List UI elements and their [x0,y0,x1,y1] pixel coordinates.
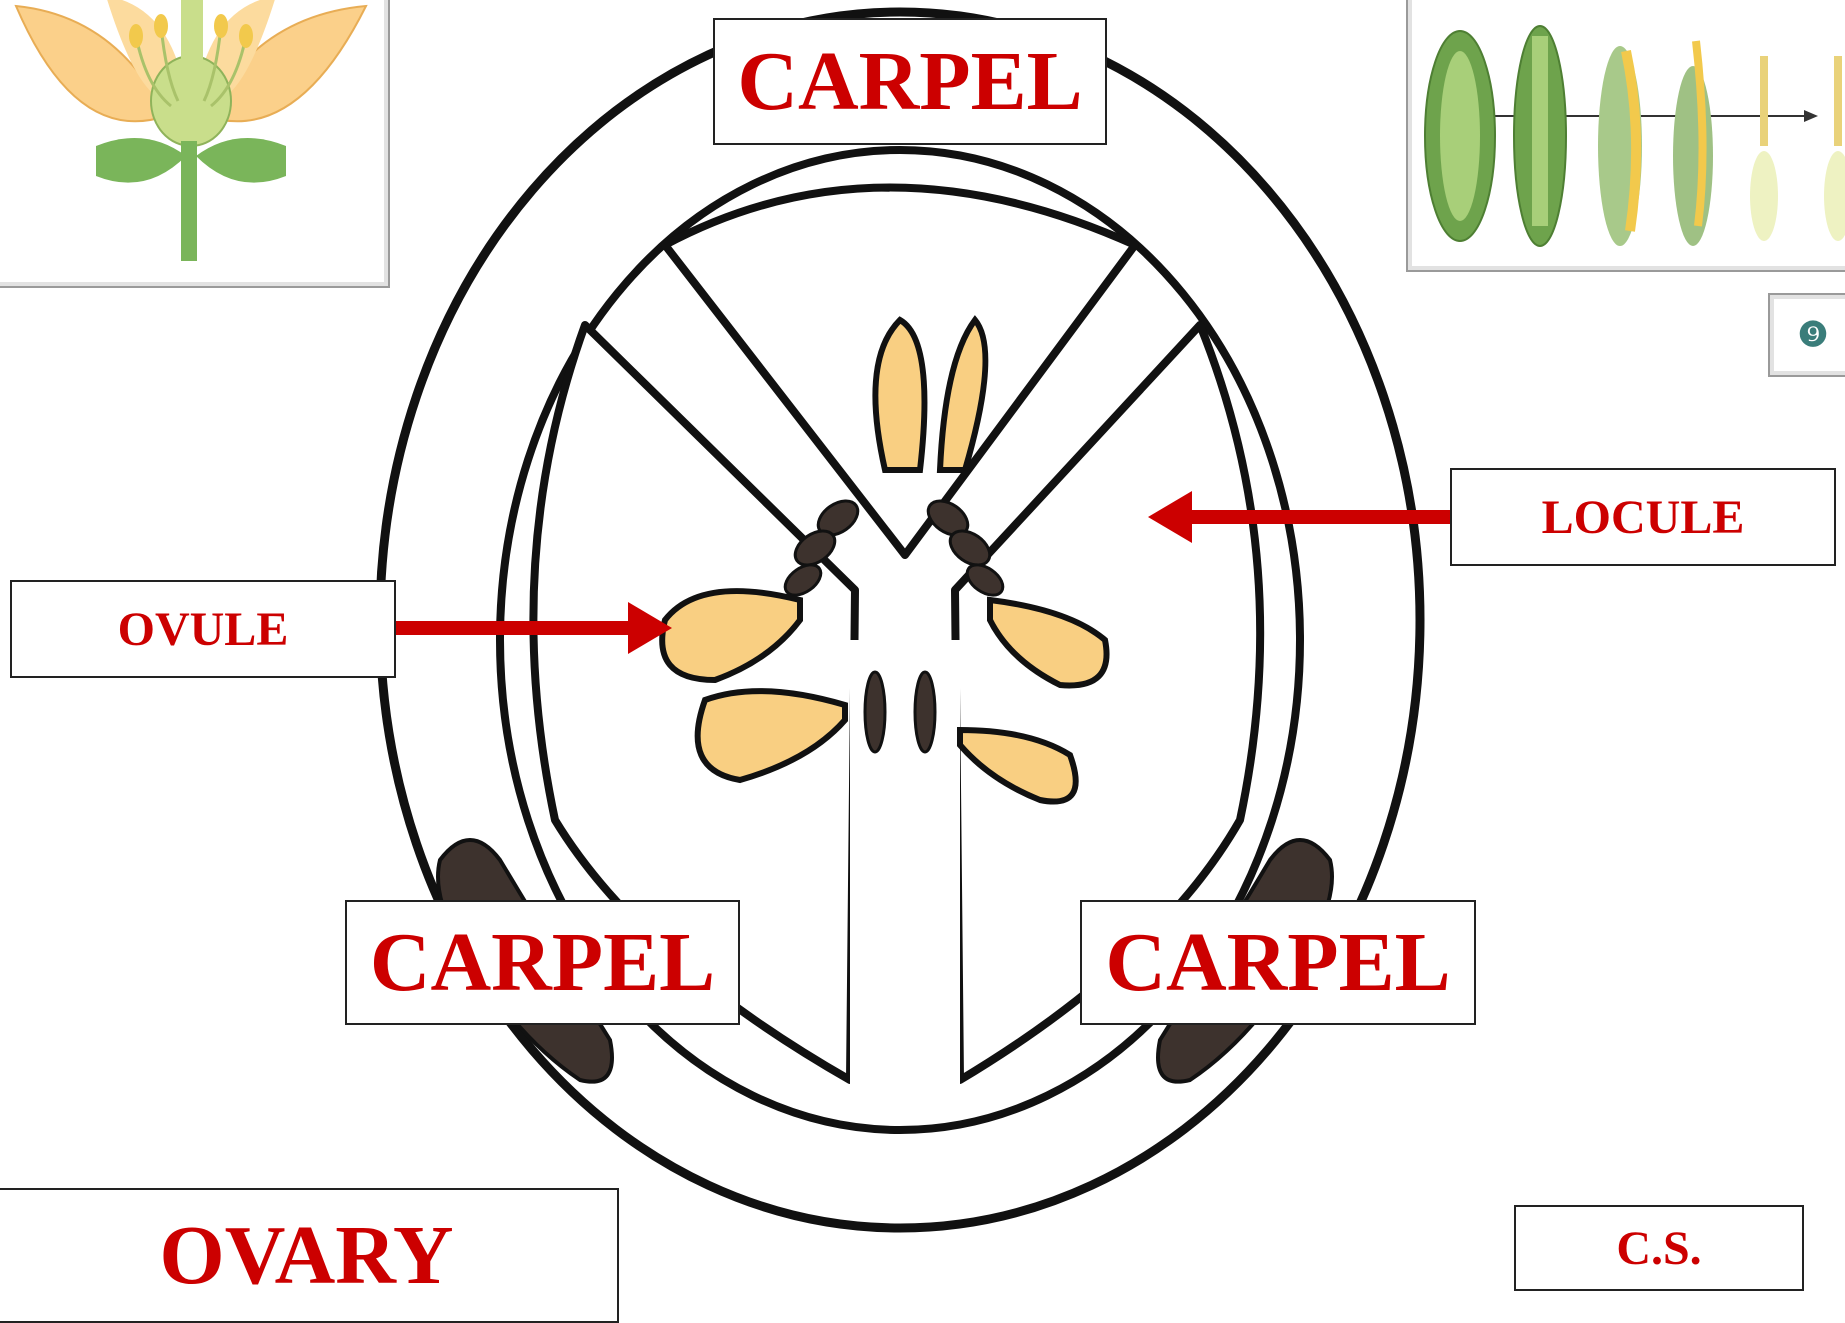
label-carpel-right: CARPEL [1080,900,1476,1025]
label-ovary: OVARY [0,1188,619,1323]
flower-icon [0,0,388,286]
nav-button-icon: ❾ [1798,315,1828,355]
carpel-evolution-inset [1406,0,1845,272]
ovule-top-left [875,320,924,470]
label-ovule: OVULE [10,580,396,678]
label-carpel-top: CARPEL [713,18,1107,145]
carpel-evolution-icon [1408,0,1845,270]
nav-button[interactable]: ❾ [1768,293,1845,377]
flower-inset [0,0,390,288]
label-cs: C.S. [1514,1205,1804,1291]
label-locule: LOCULE [1450,468,1836,566]
label-carpel-left: CARPEL [345,900,740,1025]
